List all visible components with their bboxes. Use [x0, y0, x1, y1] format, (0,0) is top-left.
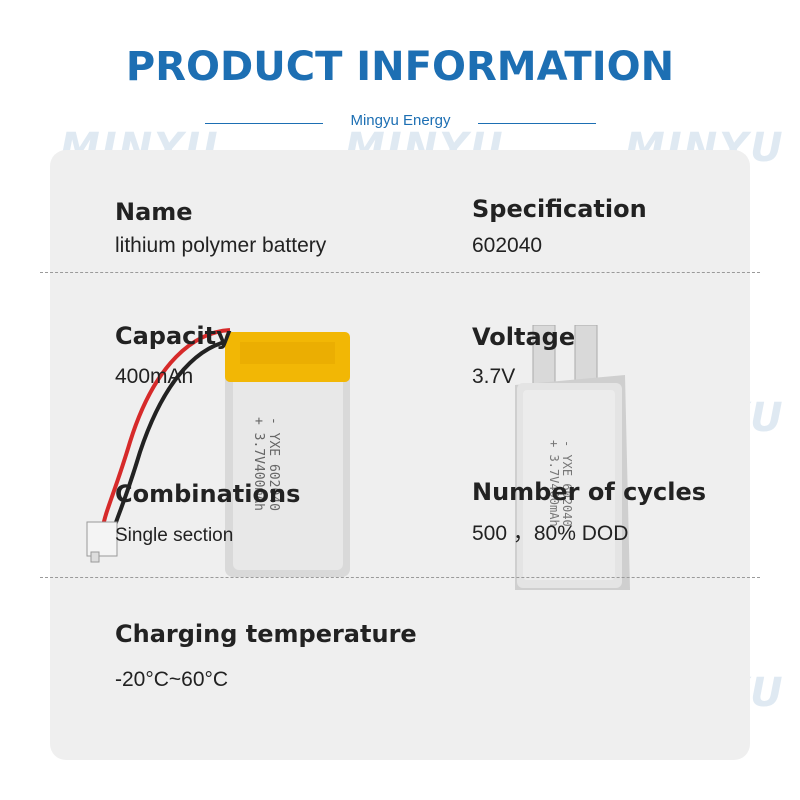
specification-value: 602040	[472, 234, 543, 257]
capacity-value: 400mAh	[115, 365, 194, 388]
cycles-label: Number of cycles	[472, 478, 706, 506]
voltage-value: 3.7V	[472, 365, 516, 388]
battery-print-line2: + 3.7V400mAh	[547, 440, 561, 527]
name-value: lithium polymer battery	[115, 234, 327, 257]
cycles-value: 500 ，80% DOD	[472, 522, 629, 545]
battery-with-tabs-image: - YXE 602040 + 3.7V400mAh	[515, 325, 630, 590]
battery-print-line2: + 3.7V400mAh	[251, 417, 266, 511]
combinations-value: Single section	[115, 525, 234, 546]
name-label: Name	[115, 198, 193, 226]
subtitle-row: Mingyu Energy	[0, 112, 800, 134]
battery-with-wires-image: - YXE 602040 + 3.7V400mAh	[86, 328, 350, 577]
voltage-label: Voltage	[472, 323, 576, 351]
battery-print-line1: - YXE 602040	[266, 417, 281, 511]
subtitle-divider-right	[478, 123, 596, 124]
battery-print-line1: - YXE 602040	[560, 440, 574, 527]
page-title: PRODUCT INFORMATION	[125, 44, 675, 90]
divider-row-3	[40, 577, 760, 578]
subtitle: Mingyu Energy	[350, 112, 451, 129]
subtitle-divider-left	[205, 123, 323, 124]
charging-temperature-value: -20°C~60°C	[115, 668, 229, 691]
charging-temperature-label: Charging temperature	[115, 620, 417, 648]
combinations-label: Combinations	[115, 480, 301, 508]
divider-row-1	[40, 272, 760, 273]
specification-label: Specification	[472, 195, 647, 223]
info-panel	[50, 150, 750, 760]
capacity-label: Capacity	[115, 322, 232, 350]
